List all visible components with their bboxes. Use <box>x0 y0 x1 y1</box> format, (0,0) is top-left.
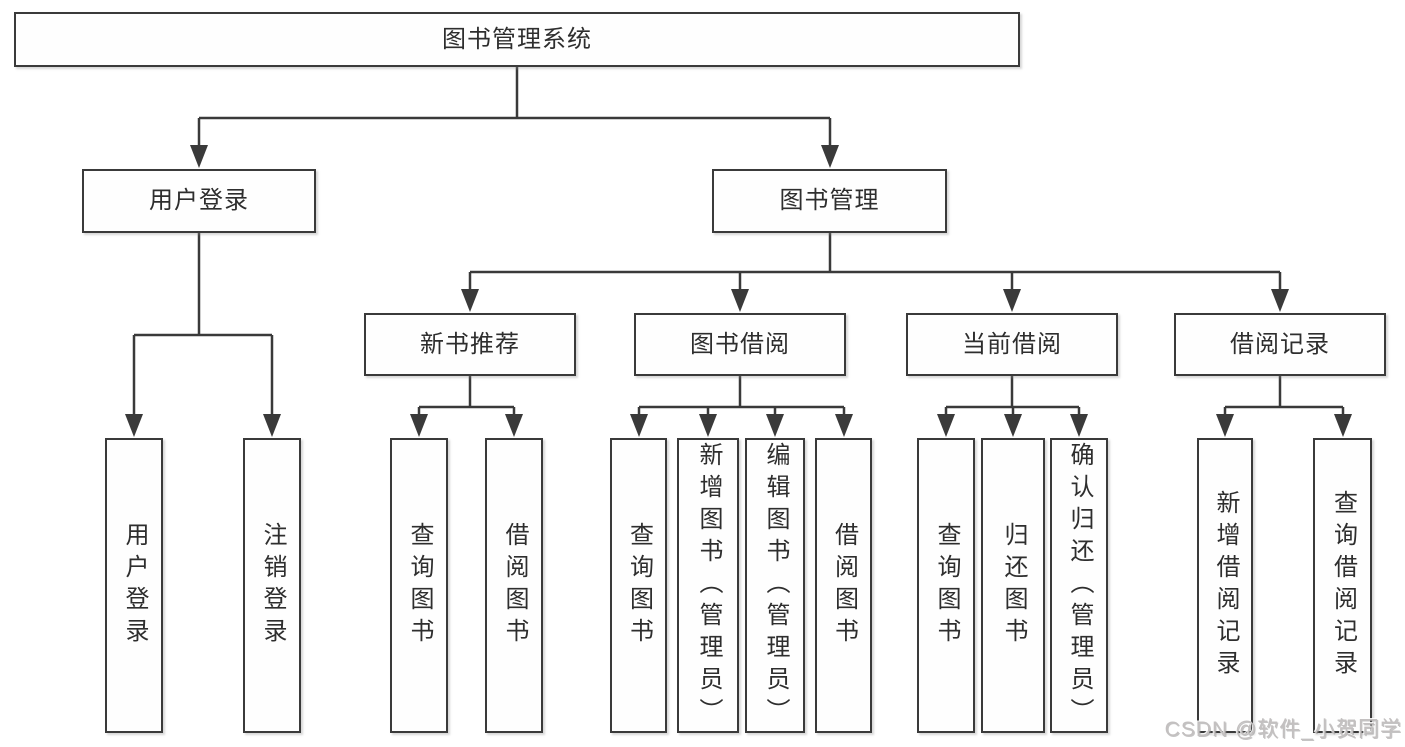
node-borrow-records-label: 借阅记录 <box>1230 330 1330 358</box>
leaf-bb-query-books-label: 查询图书 <box>625 521 653 650</box>
csdn-watermark: CSDN @软件_小贺同学 <box>1164 718 1402 741</box>
node-user-login-label: 用户登录 <box>149 187 249 214</box>
leaf-cb-query-books-label: 查询图书 <box>933 521 960 650</box>
node-new-book-recommend: 新书推荐 <box>364 313 576 376</box>
node-book-management-label: 图书管理 <box>779 187 880 214</box>
leaf-bb-edit-book-admin-label: 编辑图书（管理员） <box>762 441 789 730</box>
leaf-br-add-record: 新增借阅记录 <box>1197 438 1253 733</box>
arrowheads <box>125 145 1352 437</box>
node-root: 图书管理系统 <box>14 12 1020 67</box>
leaf-cb-confirm-return-admin: 确认归还（管理员） <box>1050 438 1108 733</box>
leaf-nb-query-books-label: 查询图书 <box>406 521 433 650</box>
leaf-nb-query-books: 查询图书 <box>390 438 448 733</box>
leaf-br-add-record-label: 新增借阅记录 <box>1212 489 1239 682</box>
leaf-br-query-record-label: 查询借阅记录 <box>1329 489 1357 682</box>
leaf-cb-query-books: 查询图书 <box>917 438 975 733</box>
leaf-bb-query-books: 查询图书 <box>610 438 667 733</box>
leaf-user-login: 用户登录 <box>105 438 163 733</box>
node-user-login: 用户登录 <box>82 169 316 233</box>
node-book-borrow: 图书借阅 <box>634 313 846 376</box>
leaf-bb-borrow-books: 借阅图书 <box>815 438 872 733</box>
leaf-br-query-record: 查询借阅记录 <box>1313 438 1372 733</box>
leaf-nb-borrow-books-label: 借阅图书 <box>501 521 528 650</box>
node-borrow-records: 借阅记录 <box>1174 313 1386 376</box>
leaf-bb-add-book-admin: 新增图书（管理员） <box>677 438 739 733</box>
leaf-logout: 注销登录 <box>243 438 301 733</box>
leaf-cb-return-books-label: 归还图书 <box>1000 521 1027 650</box>
node-new-book-recommend-label: 新书推荐 <box>420 330 520 358</box>
node-root-label: 图书管理系统 <box>442 25 592 53</box>
leaf-cb-return-books: 归还图书 <box>981 438 1045 733</box>
node-current-borrow: 当前借阅 <box>906 313 1118 376</box>
node-book-management: 图书管理 <box>712 169 947 233</box>
leaf-bb-borrow-books-label: 借阅图书 <box>830 521 858 650</box>
leaf-cb-confirm-return-admin-label: 确认归还（管理员） <box>1066 441 1093 730</box>
node-book-borrow-label: 图书借阅 <box>690 330 790 358</box>
leaf-bb-add-book-admin-label: 新增图书（管理员） <box>695 441 722 730</box>
leaf-user-login-label: 用户登录 <box>121 521 148 650</box>
leaf-nb-borrow-books: 借阅图书 <box>485 438 543 733</box>
leaf-logout-label: 注销登录 <box>259 521 286 650</box>
node-current-borrow-label: 当前借阅 <box>962 330 1062 358</box>
leaf-bb-edit-book-admin: 编辑图书（管理员） <box>745 438 805 733</box>
